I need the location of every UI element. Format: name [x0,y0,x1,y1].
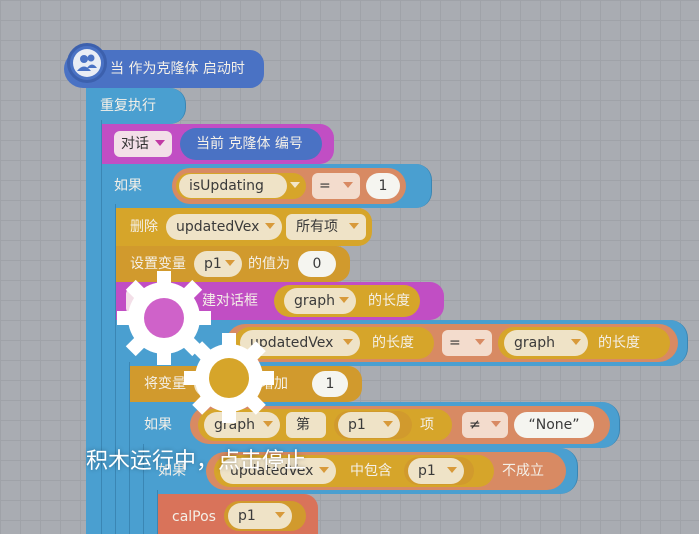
chevron-down-icon [319,467,329,473]
chevron-down-icon [447,467,457,473]
list-updatedvex[interactable]: updatedVex [166,214,282,240]
equals-operator-1[interactable]: isUpdating = 1 [172,168,406,204]
chevron-down-icon [263,421,273,427]
repeat-until-arm [116,362,130,534]
chevron-down-icon [275,512,285,518]
list-length-reporter-2[interactable]: updatedVex 的长度 [234,327,434,359]
operator-eq-dropdown[interactable]: = [312,173,360,199]
clone-icon [67,43,107,83]
list-contains-reporter[interactable]: updatedVex 中包含 p1 [214,455,494,487]
list-length-reporter-1[interactable]: graph 的长度 [274,285,420,317]
var-p1-field: p1 [338,412,400,438]
set-value-input[interactable]: 0 [298,251,336,277]
change-value-input[interactable]: 1 [312,371,348,397]
chevron-down-icon [155,140,165,146]
var-isupdating[interactable]: isUpdating [176,173,306,199]
chevron-down-icon [290,182,300,188]
equals-operator-2[interactable]: updatedVex 的长度 = graph 的长度 [226,324,678,362]
chevron-down-icon [475,339,485,345]
running-stop-message[interactable]: 积木运行中，点击停止 [86,449,307,474]
repeat-forever-block[interactable]: 重复执行 [86,88,186,124]
operator-neq-dropdown[interactable]: ≠ [462,412,508,438]
chevron-down-icon [225,260,235,266]
list-length-reporter-3[interactable]: graph 的长度 [498,327,670,359]
if-block-2[interactable]: 如果 graph 第 p1 项 ≠ “None” [130,402,620,448]
if1-arm [102,204,116,534]
index-prefix: 第 [286,412,326,438]
var-isupdating-field: isUpdating [179,174,287,198]
var-p1-dropdown[interactable]: p1 [194,251,242,277]
calpos-custom-block[interactable]: calPos p1 [158,494,318,534]
if1-label: 如果 [114,178,142,194]
chevron-down-icon [339,297,349,303]
say-block[interactable]: 对话 当前 克隆体 编号 [102,124,334,164]
hat-label: 当 作为克隆体 启动时 [110,61,245,77]
value-none-input[interactable]: “None” [514,412,594,438]
chevron-down-icon [383,421,393,427]
hat-block-when-clone-starts[interactable]: 当 作为克隆体 启动时 [64,43,264,88]
say-dropdown[interactable]: 对话 [114,131,172,157]
repeat-label: 重复执行 [100,98,156,114]
list-graph[interactable]: graph [284,288,356,314]
delete-list-block[interactable]: 删除 updatedVex 所有项 [116,208,372,246]
clone-number-reporter[interactable]: 当前 克隆体 编号 [180,128,322,160]
chevron-down-icon [491,421,501,427]
var-p1-reporter-3[interactable]: p1 [224,501,306,531]
operator-eq-dropdown-2[interactable]: = [442,330,492,356]
item-all[interactable]: 所有项 [286,214,366,240]
chevron-down-icon [571,339,581,345]
var-p1-reporter-2[interactable]: p1 [404,457,474,485]
chevron-down-icon [343,339,353,345]
list-item-reporter[interactable]: graph 第 p1 项 [198,409,452,441]
set-variable-block[interactable]: 设置变量 p1 的值为 0 [116,246,350,282]
var-p1-reporter[interactable]: p1 [334,411,412,439]
not-equals-operator[interactable]: graph 第 p1 项 ≠ “None” [190,406,610,444]
value-input-1[interactable]: 1 [366,173,400,199]
chevron-down-icon [265,223,275,229]
if2-arm [130,444,144,534]
var-p1-field-2: p1 [408,458,464,484]
chevron-down-icon [343,182,353,188]
list-updatedvex-3[interactable]: updatedVex [220,458,336,484]
running-gears-icon[interactable] [112,260,282,430]
repeat-arm [86,120,102,534]
list-graph-2[interactable]: graph [504,330,588,356]
if-block-3[interactable]: 如果 updatedVex 中包含 p1 不成立 [144,448,578,494]
if3-arm [144,490,158,534]
list-graph-3[interactable]: graph [204,412,280,438]
chevron-down-icon [349,223,359,229]
var-p1-field-3: p1 [228,503,292,529]
not-operator[interactable]: updatedVex 中包含 p1 不成立 [206,452,566,490]
if-block-1[interactable]: 如果 isUpdating = 1 [102,164,432,208]
